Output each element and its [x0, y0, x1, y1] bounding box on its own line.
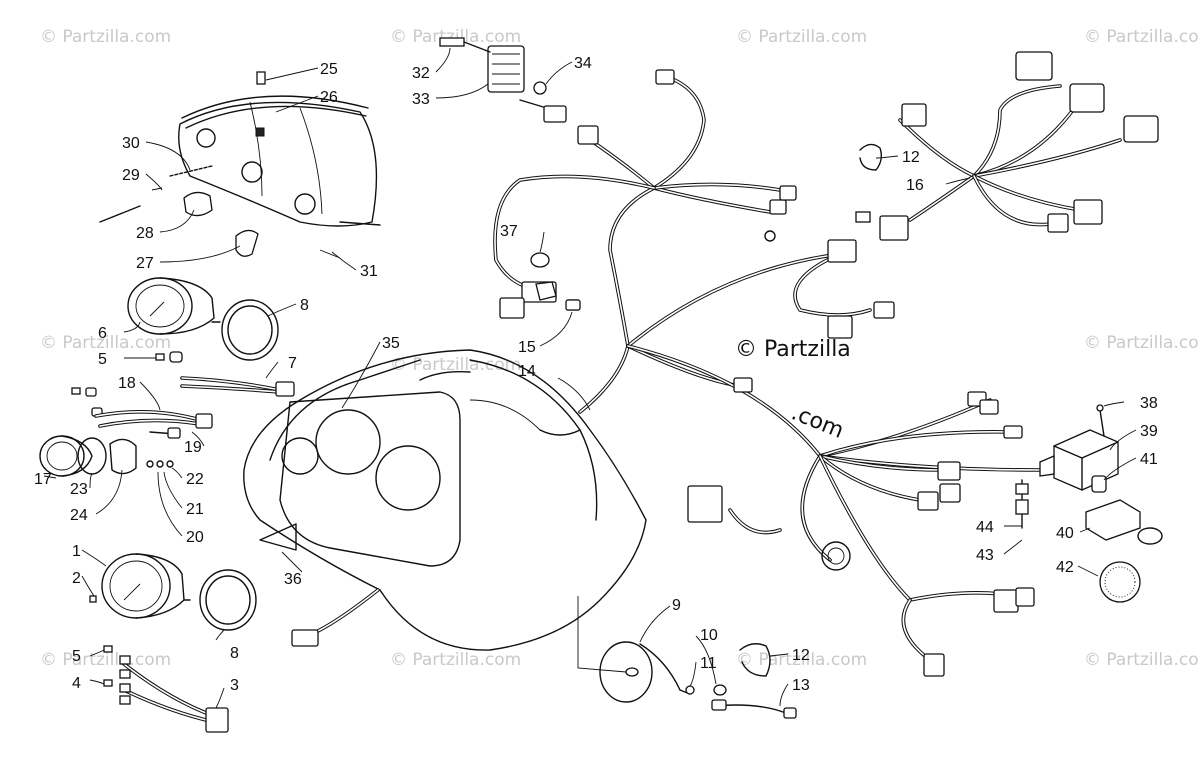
callout-22: 22: [186, 471, 204, 488]
callout-3: 3: [230, 677, 239, 694]
clip-12-bottom: [739, 643, 771, 677]
watermark-main-line1: © Partzilla: [735, 337, 851, 362]
callout-35: 35: [382, 335, 400, 352]
callout-38: 38: [1140, 395, 1158, 412]
leader-lines: [43, 47, 1137, 709]
callout-34: 34: [574, 55, 592, 72]
callout-5-bottom: 5: [72, 648, 81, 665]
callout-12-top: 12: [902, 149, 920, 166]
callout-8-top: 8: [300, 297, 309, 314]
callout-44: 44: [976, 519, 994, 536]
callout-labels: 1 2 3 4 5 5 6 7 8 8 9 10 11 12 12 13 14 …: [34, 55, 1158, 694]
watermark-bottom-right: © Partzilla.com: [1084, 650, 1200, 670]
bulb-boot-27: [235, 229, 259, 257]
callout-40: 40: [1056, 525, 1074, 542]
callout-29: 29: [122, 167, 140, 184]
main-harness-14: [493, 76, 1042, 662]
callout-33: 33: [412, 91, 430, 108]
harness-connectors: [499, 69, 1035, 677]
callout-39: 39: [1140, 423, 1158, 440]
bulb-clip-25: [256, 71, 266, 85]
callout-31: 31: [360, 263, 378, 280]
dash-panel-35: [243, 349, 647, 651]
gauge-6: [127, 277, 221, 335]
callout-11: 11: [700, 655, 717, 672]
callout-41: 41: [1140, 451, 1158, 468]
callout-8-bottom: 8: [230, 645, 239, 662]
small-parts: [71, 351, 183, 687]
watermark-main-line2: .com: [788, 400, 847, 443]
callout-7: 7: [288, 355, 297, 372]
watermark-top-right: © Partzilla.com: [1084, 27, 1200, 47]
harness-16: [898, 51, 1159, 233]
callout-37: 37: [500, 223, 518, 240]
callout-19: 19: [184, 439, 202, 456]
callout-4: 4: [72, 675, 81, 692]
dash-harness: [291, 588, 380, 647]
callout-6: 6: [98, 325, 107, 342]
callout-32: 32: [412, 65, 430, 82]
callout-21: 21: [186, 501, 204, 518]
watermark-top-center-right: © Partzilla.com: [736, 27, 867, 47]
callout-27: 27: [136, 255, 154, 272]
callout-17: 17: [34, 471, 52, 488]
callout-26: 26: [320, 89, 338, 106]
callout-28: 28: [136, 225, 154, 242]
watermark-mid-right: © Partzilla.com: [1084, 333, 1200, 353]
callout-25: 25: [320, 61, 338, 78]
callout-36: 36: [284, 571, 302, 588]
bulb-socket-28: [183, 191, 213, 217]
headlight-assembly: [99, 71, 381, 259]
cdi-module: [1039, 404, 1163, 603]
watermark-layer: © Partzilla.com © Partzilla.com © Partzi…: [40, 27, 1200, 670]
speedo-drive-9: [599, 641, 797, 719]
harness-7: [180, 376, 295, 397]
callout-9: 9: [672, 597, 681, 614]
watermark-top-left: © Partzilla.com: [40, 27, 171, 47]
watermark-bottom-center-left: © Partzilla.com: [390, 650, 521, 670]
bracket-24: [109, 438, 137, 475]
callout-12-bottom: 12: [792, 647, 810, 664]
callout-2: 2: [72, 570, 81, 587]
gauge-1: [101, 553, 191, 619]
callout-10: 10: [700, 627, 718, 644]
callout-1: 1: [72, 543, 81, 560]
callout-16: 16: [906, 177, 924, 194]
callout-5-top: 5: [98, 351, 107, 368]
callout-14: 14: [518, 363, 536, 380]
callout-13: 13: [792, 677, 810, 694]
watermark-mid-left: © Partzilla.com: [40, 333, 171, 353]
watermark-bottom-left: © Partzilla.com: [40, 650, 171, 670]
callout-42: 42: [1056, 559, 1074, 576]
callout-24: 24: [70, 507, 88, 524]
watermark-mid-center: © Partzilla.com: [390, 355, 521, 375]
gauge-17: [39, 435, 93, 477]
sensor-43-44: [1015, 479, 1029, 529]
ring-8-top: [221, 299, 279, 361]
clip-12-top: [859, 143, 883, 171]
harness-3: [119, 655, 229, 733]
callout-15: 15: [518, 339, 536, 356]
callout-30: 30: [122, 135, 140, 152]
items-37-15: [530, 252, 581, 311]
callout-18: 18: [118, 375, 136, 392]
callout-20: 20: [186, 529, 204, 546]
callout-43: 43: [976, 547, 994, 564]
harness-18: [94, 410, 213, 439]
watermark-top-center-left: © Partzilla.com: [390, 27, 521, 47]
ring-8-bottom: [199, 569, 257, 631]
regulator-33: [439, 37, 567, 123]
callout-23: 23: [70, 481, 88, 498]
